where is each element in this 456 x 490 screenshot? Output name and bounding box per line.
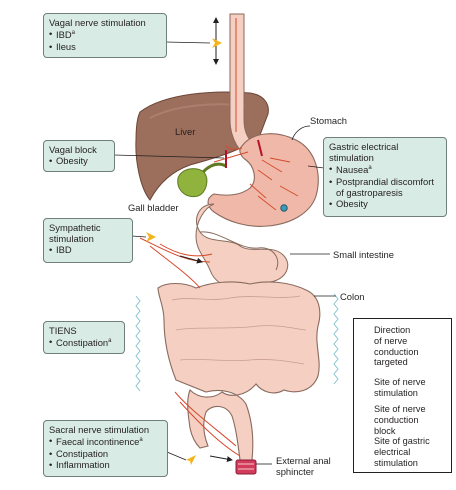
sacral-item: Faecal incontinencea: [49, 435, 163, 447]
gastric-title-line: stimulation: [329, 152, 374, 164]
legend-text-line: stimulation: [374, 457, 418, 468]
gastric-item-continuation: of gastroparesis: [336, 186, 403, 198]
tiens-title: TIENS: [49, 325, 77, 336]
gall-bladder-shape: [177, 168, 208, 198]
sympathetic-item: IBD: [49, 244, 128, 255]
legend-text-line: of nerve: [374, 335, 408, 346]
stomach-label: Stomach: [310, 115, 347, 126]
vagal-block-title: Vagal block: [49, 144, 97, 155]
gastric-item: Nauseaa: [329, 163, 442, 175]
gastric-title-line: Gastric electrical: [329, 141, 399, 152]
sympathetic-stimulation-box: Sympathetic stimulation IBD: [43, 218, 133, 263]
external-anal-sphincter-shape: [235, 459, 257, 475]
legend-text-line: Site of nerve: [374, 377, 426, 387]
gall-bladder-label: Gall bladder: [128, 202, 179, 213]
liver-label: Liver: [175, 126, 196, 137]
external-anal-sphincter-label: External anal sphincter: [276, 455, 331, 477]
vagal-stim-item: IBDa: [49, 28, 162, 40]
gastric-item: Obesity: [329, 198, 442, 209]
legend-text-line: Site of nerve: [374, 404, 426, 414]
vagal-stim-item: Ileus: [49, 41, 162, 52]
legend-text-line: targeted: [374, 357, 408, 368]
legend-text-line: Direction: [374, 325, 411, 335]
sacral-item: Constipation: [49, 448, 163, 459]
gastric-electrode-marker: [280, 204, 288, 212]
sphincter-label-line: External anal: [276, 455, 331, 466]
legend-text-line: conduction: [374, 414, 419, 425]
gastric-item: Postprandial discomfort: [329, 176, 442, 187]
vagal-block-item: Obesity: [49, 155, 110, 166]
sphincter-label-line: sphincter: [276, 466, 315, 477]
legend-text-line: stimulation: [374, 387, 418, 398]
legend: Direction of nerve conduction targeted S…: [353, 318, 452, 473]
vagal-stim-title: Vagal nerve stimulation: [49, 17, 146, 28]
vagal-nerve-stimulation-box: Vagal nerve stimulation IBDa Ileus: [43, 13, 167, 58]
small-intestine-label: Small intestine: [333, 249, 394, 260]
tiens-item: Constipationa: [49, 336, 120, 348]
legend-text-line: block: [374, 425, 396, 436]
sacral-item: Inflammation: [49, 459, 163, 470]
sympathetic-title-line: Sympathetic: [49, 222, 101, 233]
sacral-title: Sacral nerve stimulation: [49, 424, 150, 435]
legend-text-line: Site of gastric: [374, 436, 430, 446]
colon-label: Colon: [340, 291, 365, 302]
gastric-electrical-stimulation-box: Gastric electrical stimulation Nauseaa P…: [323, 137, 447, 217]
legend-text-line: conduction: [374, 346, 419, 357]
stomach-shape: [207, 133, 319, 227]
vagal-block-box: Vagal block Obesity: [43, 140, 115, 172]
sympathetic-title-line: stimulation: [49, 233, 94, 245]
colon-shape: [157, 281, 321, 461]
tiens-box: TIENS Constipationa: [43, 321, 125, 354]
sacral-nerve-stimulation-box: Sacral nerve stimulation Faecal incontin…: [43, 420, 168, 477]
legend-text-line: electrical: [374, 446, 411, 457]
